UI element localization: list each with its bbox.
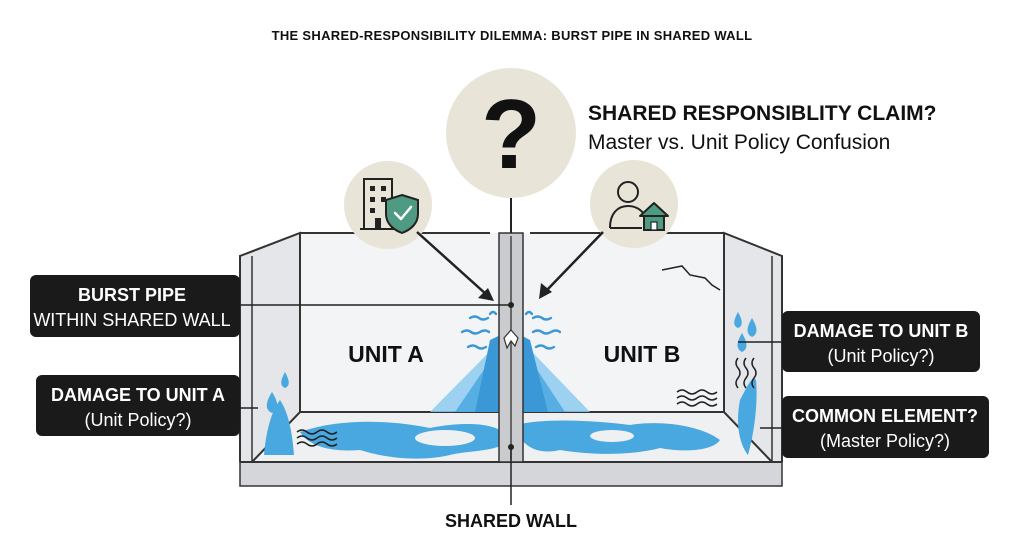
diagram-title: THE SHARED-RESPONSIBILITY DILEMMA: BURST… xyxy=(272,28,753,43)
callout-damage-unit-b: DAMAGE TO UNIT B (Unit Policy?) xyxy=(782,311,980,372)
question-heading: SHARED RESPONSIBLITY CLAIM? xyxy=(588,102,936,125)
water-puddles xyxy=(264,378,757,459)
callout-damage-b-line2: (Unit Policy?) xyxy=(827,346,934,366)
question-mark-icon: ? xyxy=(481,79,541,189)
wall-crack xyxy=(661,265,721,291)
callout-damage-a-line1: DAMAGE TO UNIT A xyxy=(51,385,225,405)
pointer-arrows xyxy=(416,231,604,301)
shared-wall-label: SHARED WALL xyxy=(445,511,577,531)
building-shield-icon xyxy=(344,161,432,249)
unit-b-label: UNIT B xyxy=(604,341,681,367)
shared-wall xyxy=(498,232,524,463)
callout-damage-a-line2: (Unit Policy?) xyxy=(84,410,191,430)
leader-lines xyxy=(240,304,782,505)
person-home-icon xyxy=(590,160,678,248)
callout-common-element: COMMON ELEMENT? (Master Policy?) xyxy=(782,396,989,458)
callout-damage-unit-a: DAMAGE TO UNIT A (Unit Policy?) xyxy=(36,375,240,436)
unit-a-label: UNIT A xyxy=(348,341,424,367)
callout-burst-pipe: BURST PIPE WITHIN SHARED WALL xyxy=(30,275,240,337)
callout-common-line1: COMMON ELEMENT? xyxy=(792,406,978,426)
callout-damage-b-line1: DAMAGE TO UNIT B xyxy=(794,321,969,341)
question-subheading: Master vs. Unit Policy Confusion xyxy=(588,131,890,154)
wave-marks xyxy=(296,357,757,447)
callout-burst-pipe-line2: WITHIN SHARED WALL xyxy=(33,310,230,330)
callout-common-line2: (Master Policy?) xyxy=(820,431,950,451)
question-circle: ? xyxy=(446,68,576,233)
callout-burst-pipe-line1: BURST PIPE xyxy=(78,285,186,305)
burst-squiggles xyxy=(460,310,562,350)
